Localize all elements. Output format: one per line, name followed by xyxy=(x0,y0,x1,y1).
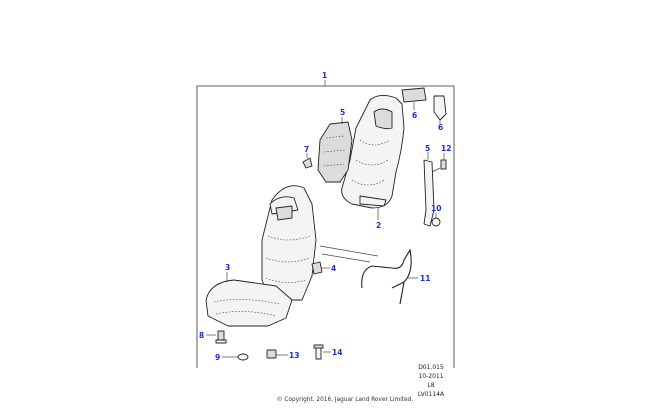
ref-illustration-id: LV0114A xyxy=(417,391,445,398)
callout-10[interactable]: 10 xyxy=(431,204,441,213)
wiring-harness-11 xyxy=(361,248,412,305)
callout-5a[interactable]: 5 xyxy=(340,108,345,117)
callout-12[interactable]: 12 xyxy=(441,144,451,153)
link-line-b xyxy=(321,253,371,263)
seat-back-frame xyxy=(341,95,405,209)
ref-date: 10-2011 xyxy=(418,373,444,380)
headrest-pad-6a xyxy=(401,87,427,103)
nut-9 xyxy=(237,353,249,361)
seat-assembly xyxy=(205,185,323,327)
callout-14[interactable]: 14 xyxy=(332,348,342,357)
side-trim-strip xyxy=(423,159,435,227)
assembly-frame xyxy=(196,85,455,368)
stud-14 xyxy=(313,344,324,360)
callout-3[interactable]: 3 xyxy=(225,263,230,272)
clip-7 xyxy=(302,157,313,169)
callout-9[interactable]: 9 xyxy=(215,353,220,362)
callout-8[interactable]: 8 xyxy=(199,331,204,340)
callout-7[interactable]: 7 xyxy=(304,145,309,154)
leader-12b xyxy=(431,167,441,173)
back-panel xyxy=(317,121,353,183)
callout-6a[interactable]: 6 xyxy=(412,111,417,120)
bolt-12 xyxy=(440,159,447,170)
callout-2[interactable]: 2 xyxy=(376,221,381,230)
callout-1[interactable]: 1 xyxy=(322,71,327,80)
callout-6b[interactable]: 6 xyxy=(438,123,443,132)
headrest-pad-6b xyxy=(433,95,447,121)
callout-5b[interactable]: 5 xyxy=(425,144,430,153)
callout-4[interactable]: 4 xyxy=(331,264,336,273)
callout-11[interactable]: 11 xyxy=(420,274,430,283)
clip-13 xyxy=(266,349,277,359)
link-line-a xyxy=(319,245,379,257)
clip-10 xyxy=(431,217,441,227)
callout-13[interactable]: 13 xyxy=(289,351,299,360)
ref-code: D01.015 xyxy=(418,364,444,371)
bolt-8 xyxy=(215,330,227,344)
ref-variant: L8 xyxy=(427,382,435,389)
copyright-notice: © Copyright, 2016, Jaguar Land Rover Lim… xyxy=(276,397,414,403)
